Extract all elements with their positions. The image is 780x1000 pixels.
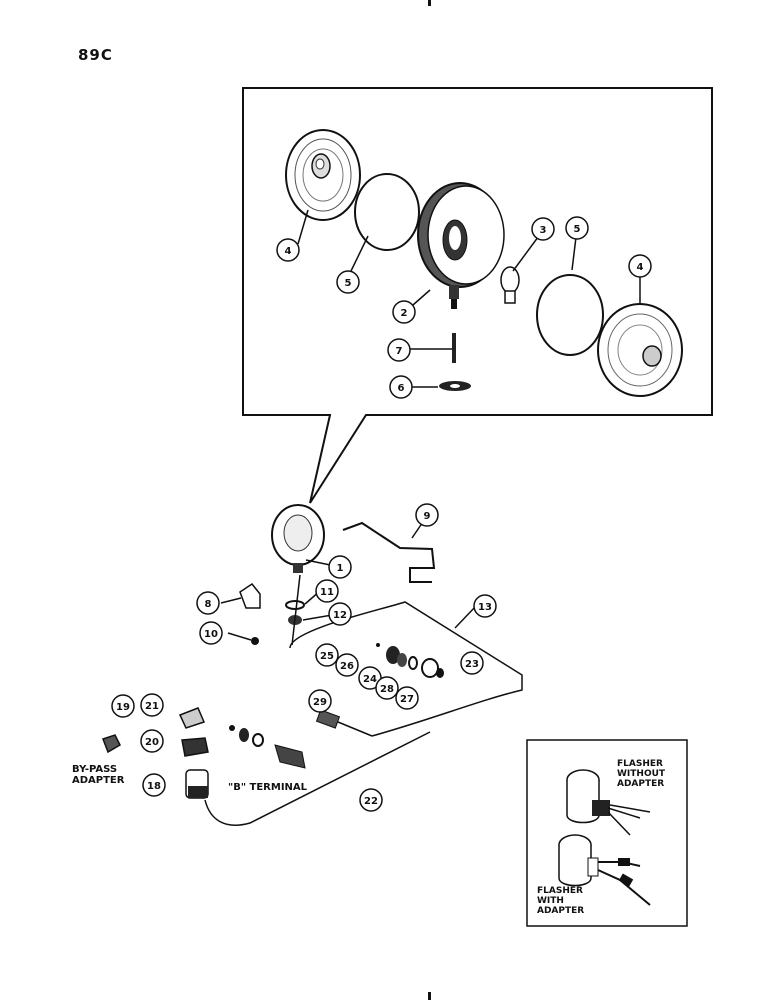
flasher-unit [185,769,209,799]
bulb [500,266,520,304]
svg-text:4: 4 [637,262,644,273]
cable-22 [204,731,431,826]
page-code: 89C [78,46,113,64]
washer-hole [450,384,460,388]
grommet [251,637,259,645]
callout-1: 1 [328,555,352,579]
svg-text:5: 5 [574,224,581,235]
bypass-label-line1: BY-PASS [72,764,117,775]
callout-13: 13 [473,594,497,618]
flasher-with-label-3: ADAPTER [537,906,584,916]
svg-text:22: 22 [364,796,378,807]
callout-25: 25 [315,643,339,667]
callout-21: 21 [140,693,164,717]
svg-text:1: 1 [337,563,344,574]
switch-assembly [229,725,306,769]
svg-text:12: 12 [333,610,347,621]
plug [315,709,373,737]
svg-text:2: 2 [401,308,408,319]
svg-text:5: 5 [345,278,352,289]
flasher-without-adapter-art [566,769,651,836]
lens-left [285,129,361,221]
svg-text:10: 10 [204,629,218,640]
callout-4-left: 4 [276,238,300,262]
flasher-with-adapter-art [558,834,651,906]
callout-7: 7 [387,338,411,362]
svg-text:7: 7 [396,346,403,357]
svg-text:19: 19 [116,702,130,713]
svg-text:8: 8 [205,599,212,610]
callout-3: 3 [531,217,555,241]
flasher-without-label-1: FLASHER [617,759,663,769]
svg-text:4: 4 [285,246,292,257]
gasket-right [536,274,604,356]
callout-18: 18 [142,773,166,797]
callout-22: 22 [359,788,383,812]
callout-4-right: 4 [628,254,652,278]
svg-text:26: 26 [340,661,354,672]
clip [239,582,261,609]
bypass-adapter [102,734,121,754]
gasket-left [354,173,420,251]
flasher-inset-box [526,739,688,927]
exploded-view-frame [242,87,713,504]
terminal-pin [452,333,456,363]
callout-group [220,209,641,641]
flasher-with-label-2: WITH [537,896,564,906]
callout-28: 28 [375,676,399,700]
flasher-without-label-2: WITHOUT [617,769,666,779]
page-tick-bottom [428,992,431,1000]
clamp-20 [181,737,209,757]
mounting-bracket [342,521,436,583]
svg-text:24: 24 [363,674,377,685]
callout-10: 10 [199,621,223,645]
callout-2: 2 [392,300,416,324]
lamp-assembly [271,504,325,573]
callout-6: 6 [389,375,413,399]
b-terminal-label: "B" TERMINAL [228,782,308,793]
callout-23: 23 [460,651,484,675]
callout-27: 27 [395,686,419,710]
svg-text:21: 21 [145,701,159,712]
flasher-with-label-1: FLASHER [537,886,583,896]
callout-9: 9 [415,503,439,527]
bypass-label-line2: ADAPTER [72,775,125,786]
callout-26: 26 [335,653,359,677]
svg-text:13: 13 [478,602,492,613]
svg-text:29: 29 [313,697,327,708]
svg-text:20: 20 [145,737,159,748]
svg-text:27: 27 [400,694,414,705]
wiring-harness [289,601,523,737]
lock-washer [285,600,305,610]
callout-29: 29 [308,689,332,713]
callout-11: 11 [315,579,339,603]
callout-8: 8 [196,591,220,615]
svg-text:25: 25 [320,651,334,662]
lamp-housing [417,182,505,309]
callout-5-right: 5 [565,216,589,240]
callout-20: 20 [140,729,164,753]
svg-text:11: 11 [320,587,334,598]
callout-12: 12 [328,602,352,626]
lens-right [597,303,683,397]
svg-text:23: 23 [465,659,479,670]
harness-wire-to-lamp [291,574,301,646]
svg-text:18: 18 [147,781,161,792]
connector-stack [376,643,444,678]
callout-5-left: 5 [336,270,360,294]
svg-text:9: 9 [424,511,431,522]
flasher-without-label-3: ADAPTER [617,779,664,789]
svg-text:28: 28 [380,684,394,695]
callout-19: 19 [111,694,135,718]
svg-text:3: 3 [540,225,547,236]
bracket-21 [178,707,206,729]
page-tick-top [428,0,431,6]
svg-text:6: 6 [398,383,405,394]
